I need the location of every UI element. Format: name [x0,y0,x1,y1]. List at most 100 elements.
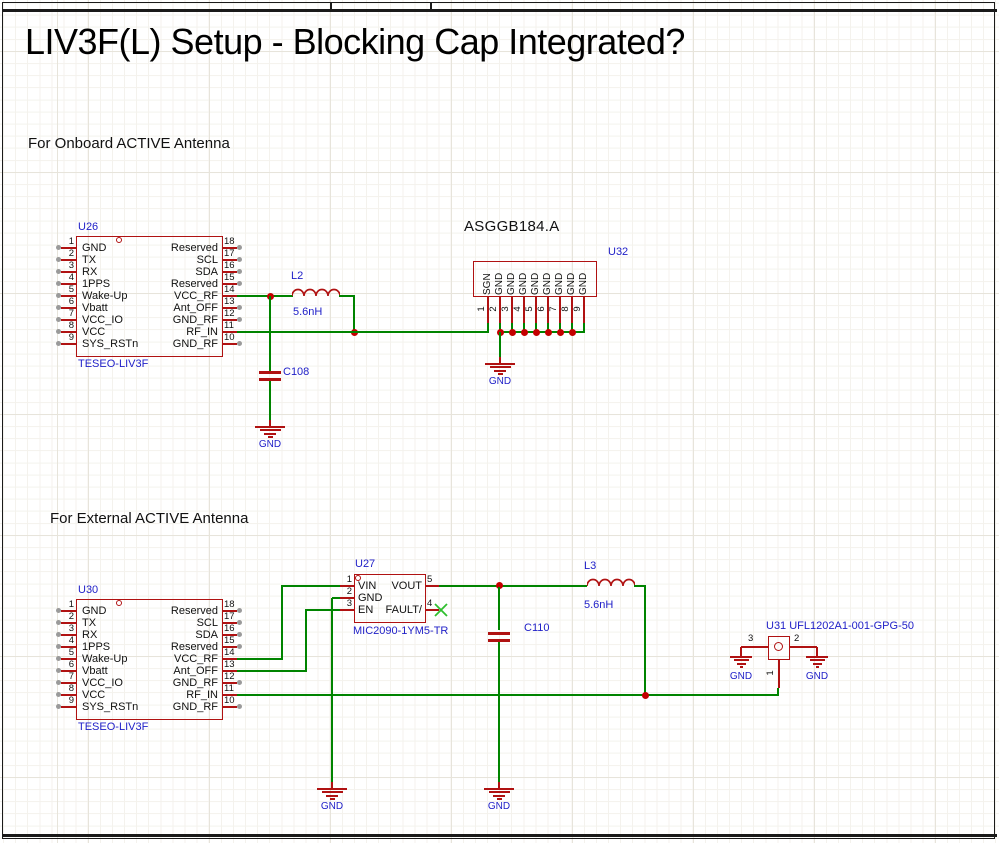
pin-number: 3 [346,598,352,609]
pin-name: RX [82,629,98,641]
u30-part-label: TESEO-LIV3F [78,721,149,733]
wire-c108-top[interactable] [269,296,271,371]
pin-number: 3 [748,633,754,644]
unconnected-pin-circle [56,644,61,649]
wire-antoff-up[interactable] [305,610,307,672]
capacitor-c108-plate[interactable] [259,378,281,381]
wire-c108-bottom[interactable] [269,381,271,420]
wire[interactable] [559,323,561,332]
pin-number: 6 [68,296,74,307]
inductor-l3-coil[interactable] [587,577,635,587]
junction-dot [569,329,576,336]
pin-number: 2 [68,248,74,259]
gnd-symbol[interactable] [483,782,515,801]
wire-c110-bottom[interactable] [498,642,500,782]
wire[interactable] [583,323,585,332]
wire[interactable] [523,323,525,332]
u30-pin-stub [222,670,237,672]
wire-l2-out[interactable] [339,295,355,297]
pin-name: EN [358,604,374,616]
sheet-zone-tick [330,2,332,10]
wire-vccrf-ext[interactable] [237,658,283,660]
wire-u31-pin1[interactable] [777,688,779,696]
u26-part-label: TESEO-LIV3F [78,358,149,370]
u31-body[interactable] [768,636,790,660]
inductor-l2-value: 5.6nH [293,306,323,318]
wire-antenna-gnd-drop[interactable] [499,332,501,357]
inductor-l3-ref: L3 [584,560,597,572]
pin-number: 2 [68,611,74,622]
capacitor-c110-plate[interactable] [488,639,510,642]
pin-number: 15 [224,635,235,646]
wire-rfin-onboard[interactable] [237,331,489,333]
capacitor-c108-plate[interactable] [259,371,281,374]
u31-pin1-stub [778,660,780,688]
wire-to-vin[interactable] [281,585,340,587]
u30-pin-stub [61,670,76,672]
wire[interactable] [535,323,537,332]
u27-body[interactable] [354,574,426,623]
pin-number: 3 [68,260,74,271]
inductor-l2-coil[interactable] [292,287,340,297]
unconnected-pin-circle [237,608,242,613]
unconnected-pin-circle [56,329,61,334]
u26-pin1-indicator [116,237,122,243]
u27-pin-stub [425,585,439,587]
unconnected-pin-circle [56,281,61,286]
wire[interactable] [499,323,501,332]
wire-to-en[interactable] [305,609,340,611]
pin-name: Ant_OFF [173,302,218,314]
unconnected-pin-circle [237,620,242,625]
pin-number: 2 [794,633,800,644]
u30-pin-stub [61,622,76,624]
pin-number: 14 [224,647,235,658]
pin-number: 1 [68,599,74,610]
junction-dot [557,329,564,336]
u26-pin-stub [61,319,76,321]
wire-u27-gnd[interactable] [332,597,340,599]
gnd-symbol[interactable] [806,647,828,669]
pin-name: GND [82,242,107,254]
wire-vccrf-up[interactable] [281,586,283,660]
u30-pin-stub [222,622,237,624]
coax-center-icon [774,642,783,651]
wire-c110-top[interactable] [498,587,500,630]
u30-pin-stub [222,634,237,636]
gnd-symbol[interactable] [730,647,752,669]
capacitor-c110-plate[interactable] [488,632,510,635]
pin-number: 8 [68,320,74,331]
wire-vout[interactable] [439,585,587,587]
pin-name: GND [358,592,383,604]
u32-body[interactable] [473,261,597,297]
wire-rfin-external[interactable] [237,694,779,696]
wire-l3-down[interactable] [644,586,646,696]
unconnected-pin-circle [237,680,242,685]
unconnected-pin-circle [56,680,61,685]
inductor-l3-value: 5.6nH [584,599,614,611]
wire-u27-gnd-down[interactable] [331,598,333,782]
wire[interactable] [487,323,489,332]
pin-number: 7 [68,308,74,319]
pin-name: VIN [358,580,377,592]
pin-name: Reserved [170,278,218,290]
wire-l3-out[interactable] [634,585,646,587]
gnd-symbol[interactable] [316,782,348,801]
wire-antoff[interactable] [237,670,307,672]
wire[interactable] [571,323,573,332]
wire[interactable] [547,323,549,332]
pin-name: TX [82,617,97,629]
pin-name: GND_RF [172,701,218,713]
u32-pin-stub [499,297,501,323]
gnd-symbol[interactable] [484,357,516,376]
gnd-symbol[interactable] [254,420,286,439]
u26-pin-stub [61,331,76,333]
wire-vccrf[interactable] [237,295,293,297]
wire-l2-down[interactable] [353,296,355,333]
u30-pin-stub [61,694,76,696]
pin-number: 15 [224,272,235,283]
wire-antenna-gnd-bus[interactable] [499,331,585,333]
u30-designator: U30 [78,584,99,596]
wire[interactable] [511,323,513,332]
unconnected-pin-circle [237,305,242,310]
pin-name: Vbatt [82,665,108,677]
